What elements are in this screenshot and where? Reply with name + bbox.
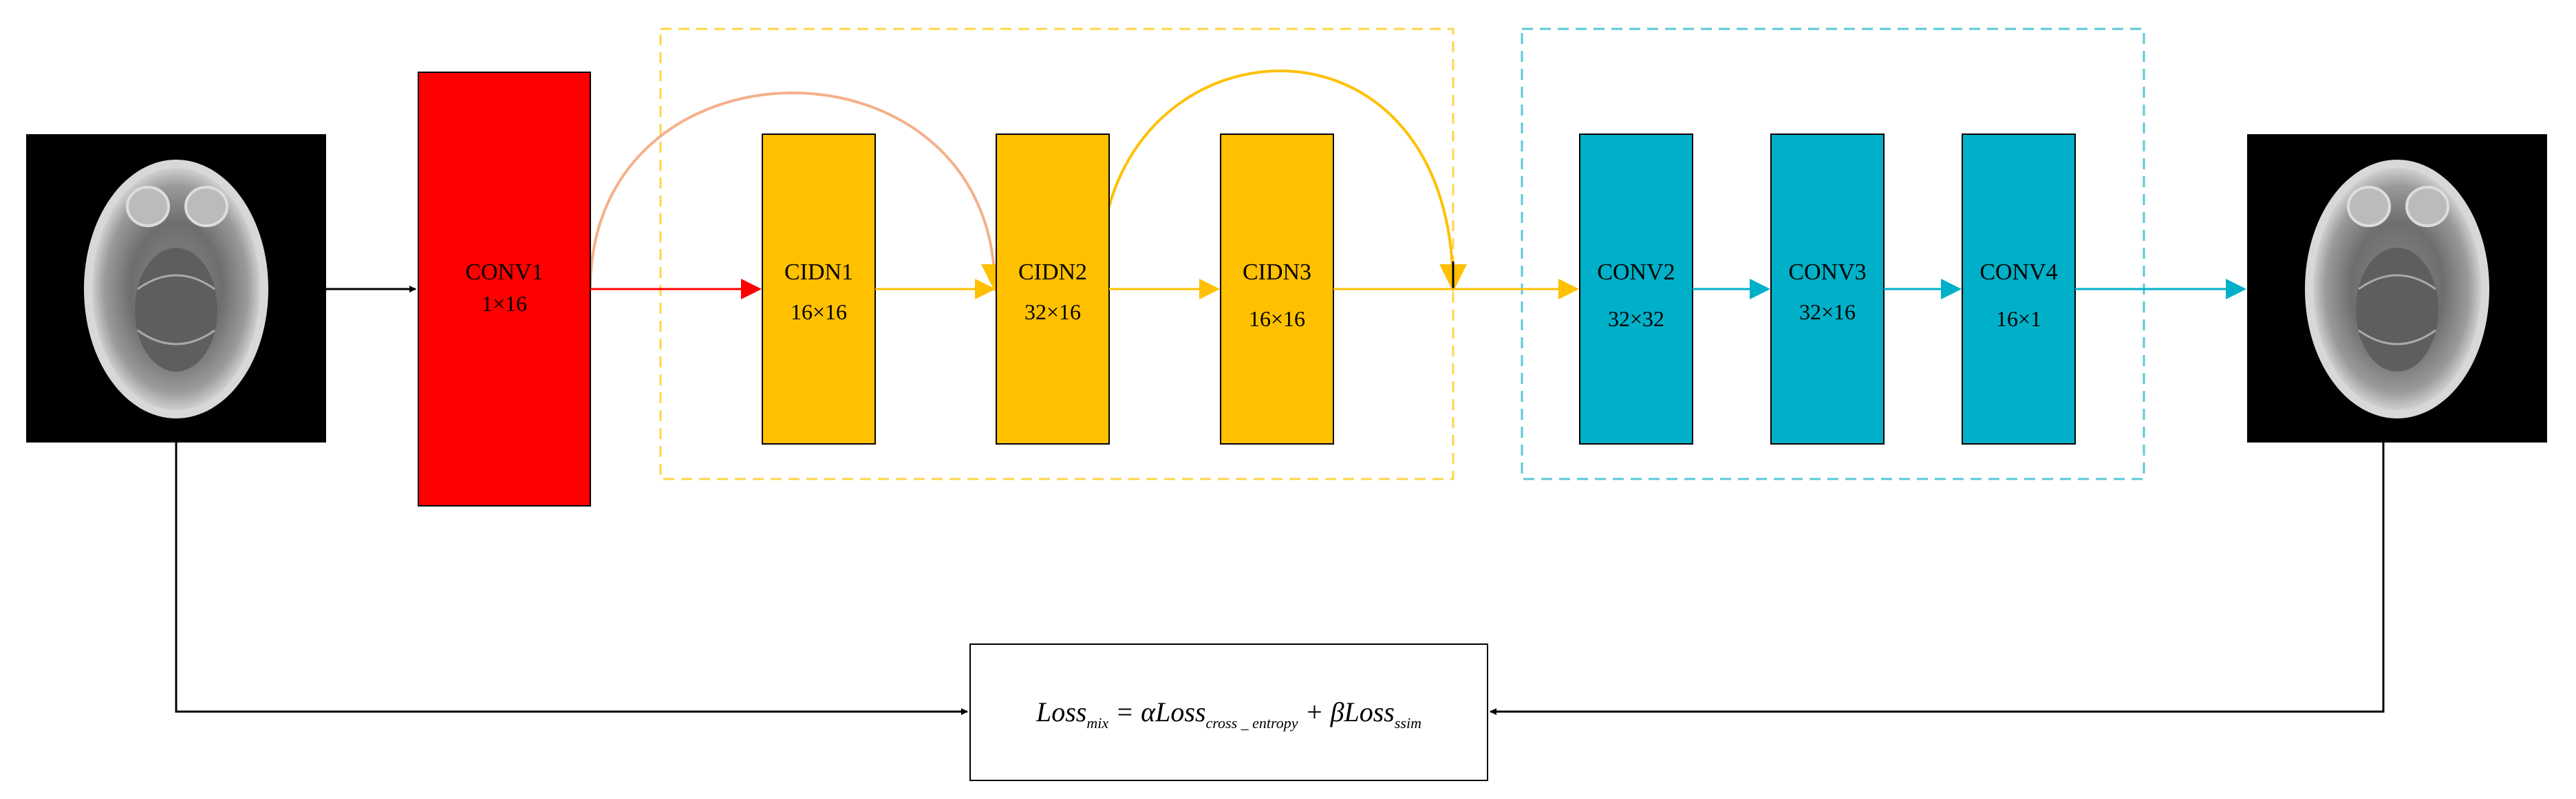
conv2-block: CONV2 32×32	[1579, 134, 1693, 445]
loss-plus: +	[1298, 696, 1331, 727]
loss-term1-sub: cross _ entropy	[1206, 714, 1298, 732]
conv-group-box	[1521, 28, 2145, 480]
conv4-block: CONV4 16×1	[1962, 134, 2076, 445]
loss-lhs: Loss	[1035, 696, 1086, 727]
conv1-block: CONV1 1×16	[418, 72, 591, 507]
conv2-dims: 32×32	[1608, 306, 1664, 331]
conv4-title: CONV4	[1979, 259, 2057, 285]
cidn3-dims: 16×16	[1249, 306, 1305, 331]
loss-term1: Loss	[1155, 696, 1205, 727]
conv1-dims: 1×16	[482, 291, 527, 316]
loss-eq: =	[1108, 696, 1141, 727]
input-image	[26, 134, 326, 443]
cidn2-dims: 32×16	[1024, 299, 1081, 324]
line-output-to-loss	[1490, 443, 2385, 715]
conv3-dims: 32×16	[1799, 299, 1856, 324]
skip-arc-cidn2-to-merge	[1108, 70, 1467, 292]
cidn1-dims: 16×16	[791, 299, 847, 324]
cidn-group-box	[659, 28, 1455, 480]
line-input-to-loss	[175, 443, 968, 715]
loss-formula: Lossmix = αLosscross _ entropy + βLossss…	[1035, 696, 1421, 732]
conv4-dims: 16×1	[1996, 306, 2041, 331]
cidn3-block: CIDN3 16×16	[1220, 134, 1334, 445]
loss-term2-sub: ssim	[1395, 714, 1421, 732]
conv3-block: CONV3 32×16	[1770, 134, 1885, 445]
cidn2-block: CIDN2 32×16	[996, 134, 1110, 445]
skip-arc-conv1-to-cidn2	[589, 92, 1009, 292]
loss-beta: β	[1330, 696, 1344, 727]
conv3-title: CONV3	[1788, 259, 1866, 285]
cidn3-title: CIDN3	[1243, 259, 1311, 285]
loss-alpha: α	[1141, 696, 1156, 727]
loss-box	[969, 643, 1488, 781]
loss-lhs-sub: mix	[1086, 714, 1108, 732]
cidn1-title: CIDN1	[784, 259, 853, 285]
conv2-title: CONV2	[1597, 259, 1675, 285]
cidn1-block: CIDN1 16×16	[762, 134, 876, 445]
cidn2-title: CIDN2	[1018, 259, 1087, 285]
output-image	[2247, 134, 2547, 443]
conv1-title: CONV1	[465, 259, 543, 285]
loss-term2: Loss	[1343, 696, 1394, 727]
